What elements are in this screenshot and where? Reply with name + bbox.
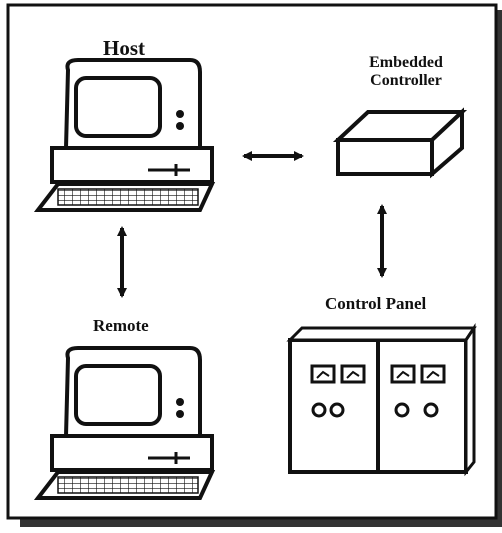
embedded-controller-label-line1: Embedded	[369, 54, 443, 71]
embedded-controller-label: Embedded Controller	[346, 54, 466, 91]
remote-label: Remote	[93, 316, 149, 335]
frame-shadow	[20, 517, 502, 527]
control-panel-label: Control Panel	[325, 294, 427, 313]
host-label: Host	[103, 36, 145, 60]
embedded-controller-label-line2: Controller	[370, 72, 442, 90]
control-panel-icon	[286, 323, 477, 477]
host-computer-icon	[33, 58, 216, 212]
remote-screen	[74, 364, 162, 426]
host-screen	[74, 76, 162, 138]
remote-computer-icon	[33, 346, 216, 500]
embedded-controller-icon	[332, 107, 468, 179]
